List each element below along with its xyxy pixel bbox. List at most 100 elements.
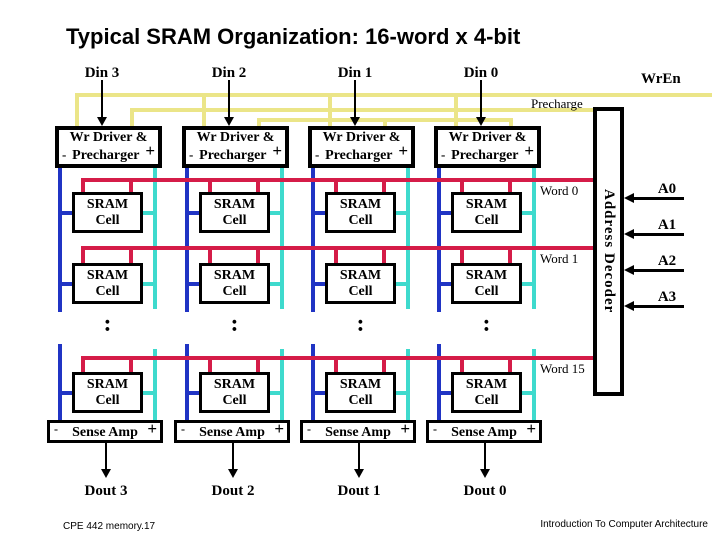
minus-sign: - bbox=[189, 147, 194, 162]
sram-cell-label-line1: SRAM bbox=[465, 376, 508, 392]
wren-drop-wire bbox=[75, 93, 79, 126]
word-line-tap bbox=[129, 246, 133, 263]
sram-cell-label-line1: SRAM bbox=[339, 196, 382, 212]
bitbar-line bbox=[532, 349, 536, 420]
word-line-tap bbox=[460, 178, 464, 192]
sram-cell-label-line1: SRAM bbox=[86, 376, 129, 392]
wr-driver-precharger-box: Wr Driver &-Precharger+ bbox=[308, 126, 415, 168]
bit-line-tap bbox=[437, 211, 451, 215]
sram-cell-label-line1: SRAM bbox=[213, 376, 256, 392]
bit-line-tap bbox=[58, 391, 72, 395]
din-wire bbox=[101, 80, 103, 118]
word-line-tap bbox=[256, 178, 260, 192]
dout-wire bbox=[105, 443, 107, 470]
word-line-label: Word 15 bbox=[540, 361, 585, 376]
address-input-label: A3 bbox=[657, 289, 677, 305]
bit-line bbox=[58, 344, 62, 420]
wr-driver-label-line2: -Precharger+ bbox=[438, 141, 537, 164]
word-line-tap bbox=[382, 178, 386, 192]
wr-driver-label-line1: Wr Driver & bbox=[448, 130, 527, 145]
word-line-tap bbox=[208, 178, 212, 192]
precharge-drop-wire bbox=[130, 108, 134, 126]
address-input-wire bbox=[632, 269, 684, 272]
bit-line-tap bbox=[58, 282, 72, 286]
plus-sign: + bbox=[147, 419, 157, 438]
sense-amp-box: -Sense Amp+ bbox=[47, 419, 163, 443]
dout-label: Dout 1 bbox=[337, 483, 381, 499]
bitbar-line bbox=[406, 168, 410, 309]
sram-cell-label-line1: SRAM bbox=[213, 267, 256, 283]
address-input-wire bbox=[632, 305, 684, 308]
word-line-tap bbox=[81, 246, 85, 263]
sram-cell-label-line1: SRAM bbox=[465, 267, 508, 283]
row-ellipsis: : bbox=[230, 311, 239, 337]
bitbar-line-tap bbox=[270, 211, 284, 215]
address-decoder-box: Address Decoder bbox=[593, 107, 624, 396]
address-input-arrow-icon bbox=[624, 301, 634, 311]
sram-cell-label-line2: Cell bbox=[474, 283, 499, 299]
dout-wire bbox=[484, 443, 486, 470]
bit-line bbox=[311, 168, 315, 312]
bitbar-line-tap bbox=[143, 282, 157, 286]
precharge-drop-wire bbox=[509, 118, 513, 126]
sense-amp-box: -Sense Amp+ bbox=[300, 419, 416, 443]
dout-arrow-icon bbox=[101, 469, 111, 478]
minus-sign: - bbox=[181, 422, 185, 436]
wr-driver-label-line2: -Precharger+ bbox=[59, 142, 158, 164]
bitbar-line-tap bbox=[396, 391, 410, 395]
wren-drop-wire bbox=[328, 93, 332, 126]
bit-line-tap bbox=[437, 391, 451, 395]
address-input-label: A0 bbox=[657, 181, 677, 197]
sense-amp-label: Sense Amp bbox=[451, 425, 517, 440]
minus-sign: - bbox=[441, 147, 446, 162]
sram-cell-label-line2: Cell bbox=[348, 283, 373, 299]
address-input-arrow-icon bbox=[624, 193, 634, 203]
word-line bbox=[81, 356, 593, 360]
minus-sign: - bbox=[433, 422, 437, 436]
bit-line-tap bbox=[311, 282, 325, 286]
precharger-label: Precharger bbox=[72, 148, 140, 163]
bitbar-line bbox=[153, 349, 157, 420]
page-title: Typical SRAM Organization: 16-word x 4-b… bbox=[66, 24, 521, 49]
bitbar-line-tap bbox=[143, 211, 157, 215]
bitbar-line-tap bbox=[396, 211, 410, 215]
word-line-label: Word 0 bbox=[540, 183, 579, 198]
din-arrow-icon bbox=[224, 117, 234, 126]
precharge-label: Precharge bbox=[531, 96, 583, 111]
address-input-arrow-icon bbox=[624, 229, 634, 239]
plus-sign: + bbox=[524, 141, 534, 160]
word-line-tap bbox=[81, 178, 85, 192]
sram-cell-label-line2: Cell bbox=[95, 212, 120, 228]
word-line-tap bbox=[508, 356, 512, 372]
minus-sign: - bbox=[307, 422, 311, 436]
word-line-tap bbox=[129, 178, 133, 192]
bitbar-line bbox=[280, 168, 284, 309]
address-decoder-label: Address Decoder bbox=[601, 189, 617, 314]
bit-line bbox=[58, 168, 62, 312]
precharge-rail bbox=[130, 108, 593, 112]
word-line-tap bbox=[208, 246, 212, 263]
word-line-tap bbox=[508, 246, 512, 263]
address-input-label: A2 bbox=[657, 253, 677, 269]
word-line-tap bbox=[508, 178, 512, 192]
dout-label: Dout 3 bbox=[84, 483, 128, 499]
sram-cell-label-line1: SRAM bbox=[86, 267, 129, 283]
word-line-tap bbox=[460, 356, 464, 372]
address-input-label: A1 bbox=[657, 217, 677, 233]
bit-line-tap bbox=[437, 282, 451, 286]
word-line-tap bbox=[256, 356, 260, 372]
dout-label: Dout 2 bbox=[211, 483, 255, 499]
wr-driver-label-line1: Wr Driver & bbox=[196, 130, 275, 145]
sram-cell-label-line2: Cell bbox=[222, 283, 247, 299]
bitbar-line-tap bbox=[522, 282, 536, 286]
sram-cell-label-line1: SRAM bbox=[86, 196, 129, 212]
bitbar-line-tap bbox=[143, 391, 157, 395]
row-ellipsis: : bbox=[103, 311, 112, 337]
sense-amp-label: Sense Amp bbox=[199, 425, 265, 440]
